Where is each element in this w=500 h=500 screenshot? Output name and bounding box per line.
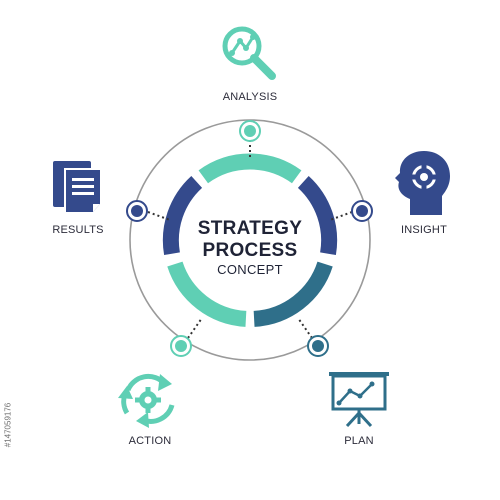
node-insight <box>351 200 373 222</box>
ring-segment-results <box>162 175 203 256</box>
title-concept: CONCEPT <box>217 262 283 277</box>
label-results: RESULTS <box>52 224 104 236</box>
connector-plan <box>297 317 313 339</box>
ring-segment-plan <box>253 261 333 327</box>
cycle-gear-icon <box>118 373 175 428</box>
ring-segment-insight <box>297 175 338 256</box>
node-action <box>170 335 192 357</box>
label-action: ACTION <box>128 435 172 447</box>
connector-results <box>147 211 171 221</box>
ring-segment-action <box>167 261 247 327</box>
title-strategy: STRATEGY <box>197 218 303 239</box>
documents-icon <box>53 161 102 214</box>
node-plan <box>307 335 329 357</box>
presentation-board-icon <box>329 372 389 428</box>
stock-id-text: #147059176 <box>3 402 13 448</box>
stock-id-watermark: #147059176 <box>0 350 16 500</box>
label-analysis: ANALYSIS <box>222 91 278 103</box>
node-analysis <box>239 120 261 142</box>
connector-insight <box>329 211 353 221</box>
head-gear-icon <box>395 151 450 215</box>
node-results <box>126 200 148 222</box>
magnifier-chart-icon <box>222 26 276 80</box>
ring-segment-analysis <box>198 153 302 184</box>
title-process: PROCESS <box>202 240 298 261</box>
center-title: STRATEGY PROCESS CONCEPT <box>170 218 330 278</box>
connector-action <box>187 317 203 339</box>
label-plan: PLAN <box>344 435 374 447</box>
label-insight: INSIGHT <box>400 224 447 236</box>
